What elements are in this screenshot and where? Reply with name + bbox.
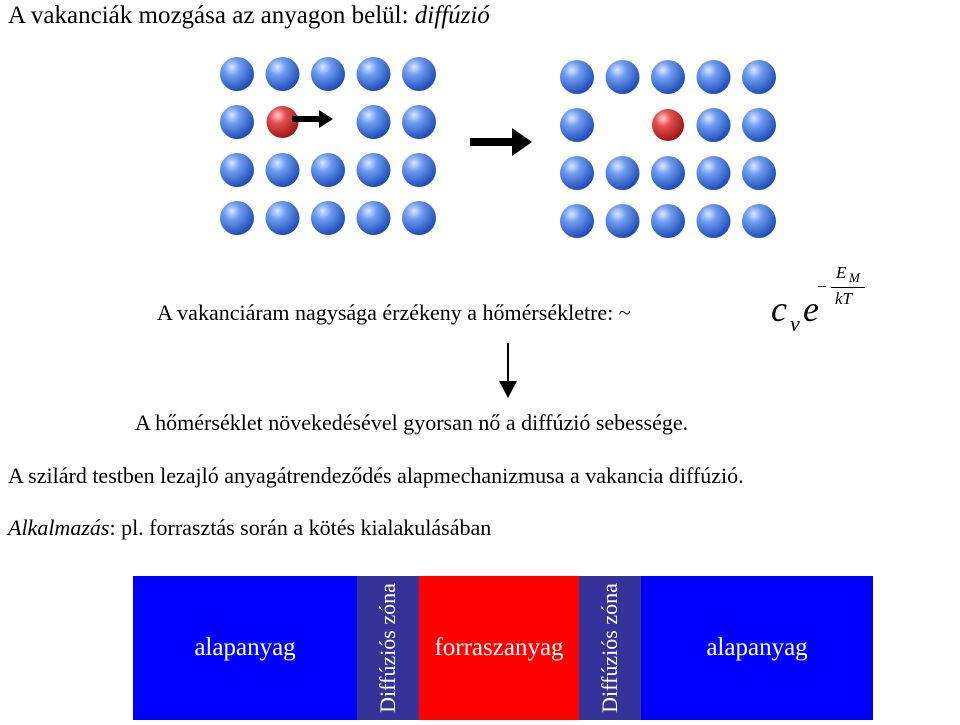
after-red-atom <box>652 109 684 141</box>
before-red-atom <box>266 106 299 138</box>
formula-expression: c v e − E M kT <box>763 263 883 346</box>
lattice-after-atoms <box>560 60 776 238</box>
after-atom <box>651 60 685 94</box>
before-atom <box>220 201 254 235</box>
after-atom <box>560 108 594 142</box>
before-atom <box>311 57 345 91</box>
down-arrow-icon <box>499 343 517 398</box>
lattice-before <box>220 57 436 235</box>
after-atom <box>696 60 731 94</box>
text-line-2: A szilárd testben lezajló anyagátrendező… <box>8 463 744 488</box>
formula-c: c <box>771 289 787 329</box>
formula-minus: − <box>817 277 827 296</box>
formula-num: E <box>836 263 847 282</box>
after-atom <box>651 156 685 190</box>
diffusion-zone-left: Diffúziós zóna <box>357 576 419 720</box>
jump-arrow-icon <box>292 110 333 128</box>
after-atom <box>742 156 776 190</box>
lattice-after <box>560 60 776 238</box>
before-atom <box>356 105 391 139</box>
solder-material: forraszanyag <box>419 576 579 720</box>
solder-joint-diagram: alapanyag Diffúziós zóna forraszanyag Di… <box>133 576 873 720</box>
base-right-label: alapanyag <box>706 634 808 661</box>
before-atom <box>220 153 254 187</box>
formula-num-sub: M <box>849 270 860 285</box>
transition-arrow-icon <box>470 128 532 156</box>
before-atom <box>402 153 436 187</box>
before-atom <box>402 57 436 91</box>
base-material-left: alapanyag <box>133 576 357 720</box>
solder-label: forraszanyag <box>434 634 564 661</box>
application-text: : pl. forrasztás során a kötés kialakulá… <box>109 515 492 540</box>
after-atom <box>605 156 640 190</box>
after-atom <box>742 60 776 94</box>
diffusion-left-label: Diffúziós zóna <box>375 583 401 713</box>
after-atom <box>605 60 640 94</box>
before-atom <box>356 153 391 187</box>
base-left-label: alapanyag <box>194 634 296 661</box>
after-atom <box>651 204 685 238</box>
before-atom <box>311 201 345 235</box>
before-atom <box>220 57 254 91</box>
fraction-bar <box>831 287 865 288</box>
formula-c-sub: v <box>790 311 800 336</box>
after-atom <box>696 108 731 142</box>
before-atom <box>220 105 254 139</box>
lattice-before-atoms <box>220 57 436 235</box>
title-italic: diffúzió <box>414 2 490 29</box>
formula-e: e <box>803 289 819 329</box>
diffusion-right-label: Diffúziós zóna <box>597 583 623 713</box>
application-label: Alkalmazás <box>8 515 110 540</box>
before-atom <box>356 201 391 235</box>
formula-den: kT <box>835 289 852 308</box>
after-atom <box>742 108 776 142</box>
base-material-right: alapanyag <box>641 576 873 720</box>
after-atom <box>560 156 594 190</box>
before-atom <box>402 105 436 139</box>
after-atom <box>696 156 731 190</box>
formula-text: A vakanciáram nagysága érzékeny a hőmérs… <box>157 300 631 325</box>
before-atom <box>265 57 300 91</box>
after-atom <box>605 204 640 238</box>
before-atom <box>265 153 300 187</box>
after-atom <box>560 60 594 94</box>
before-atom <box>265 201 300 235</box>
before-atom <box>356 57 391 91</box>
before-atom <box>311 153 345 187</box>
after-atom <box>696 204 731 238</box>
before-atom <box>402 201 436 235</box>
after-atom <box>742 204 776 238</box>
diffusion-zone-right: Diffúziós zóna <box>579 576 641 720</box>
text-line-3: Alkalmazás: pl. forrasztás során a kötés… <box>8 515 491 541</box>
text-line-1: A hőmérséklet növekedésével gyorsan nő a… <box>135 410 689 435</box>
after-atom <box>560 204 594 238</box>
slide-title: A vakanciák mozgása az anyagon belül: di… <box>8 2 490 30</box>
title-text: A vakanciák mozgása az anyagon belül: <box>8 2 415 29</box>
